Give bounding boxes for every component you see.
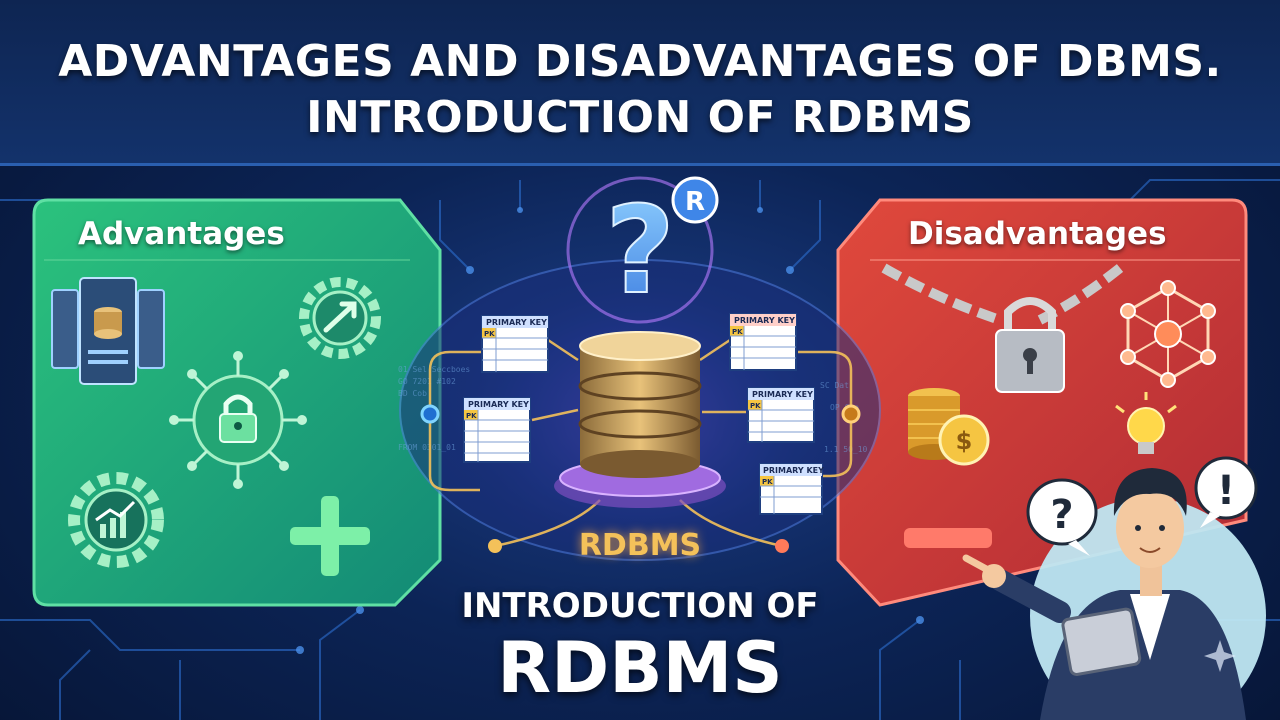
exclamation-bubble-text: ! (1217, 468, 1235, 514)
intro-title-line-2: RDBMS (497, 627, 783, 709)
svg-text:$: $ (956, 427, 973, 455)
svg-text:01 Sel Seccboes: 01 Sel Seccboes (398, 365, 470, 374)
coin-stack-icon: $ (908, 388, 990, 466)
svg-text:FROM 0301_01: FROM 0301_01 (398, 443, 456, 452)
gear-growth-chart-icon (68, 472, 164, 568)
database-cylinder-icon (554, 331, 726, 508)
network-hub-icon (1120, 280, 1216, 388)
question-mark-glyph: ? (605, 182, 675, 321)
table-key: PK (762, 478, 773, 486)
question-bubble-icon: ? (1026, 478, 1098, 556)
question-mark-icon: ? (566, 176, 714, 324)
table-header: PRIMARY KEY (468, 400, 529, 409)
gear-arrow-icon (299, 277, 381, 359)
svg-text:1.1 50_10: 1.1 50_10 (824, 445, 868, 454)
intro-title-line-1: INTRODUCTION OF (461, 586, 819, 626)
svg-text:GO 7201 #102: GO 7201 #102 (398, 377, 456, 386)
disadvantages-label: Disadvantages (908, 216, 1167, 252)
title-line-2: INTRODUCTION OF RDBMS (306, 92, 974, 143)
exclamation-bubble-icon: ! (1194, 456, 1258, 528)
intro-title: INTRODUCTION OF RDBMS (400, 586, 880, 710)
plus-icon (290, 496, 370, 576)
padlock-network-icon (169, 351, 307, 489)
table-card: PRIMARY KEY PK (481, 315, 549, 373)
r-badge-icon: R (671, 176, 719, 224)
table-card: PRIMARY KEY PK (747, 387, 815, 443)
table-header: PRIMARY KEY (734, 316, 795, 325)
connector-nodes (420, 404, 861, 553)
r-badge-letter: R (685, 187, 705, 217)
minus-icon (904, 528, 992, 548)
rdbms-label: RDBMS (578, 528, 702, 563)
table-key: PK (484, 330, 495, 338)
table-header: PRIMARY KEY (763, 466, 824, 475)
table-card: PRIMARY KEY PK (729, 313, 797, 371)
table-header: PRIMARY KEY (486, 318, 547, 327)
server-database-icon (51, 277, 165, 385)
connector-lines (428, 338, 853, 548)
title-line-1: ADVANTAGES AND DISADVANTAGES OF DBMS. (58, 36, 1222, 87)
sparkle-icon (1204, 640, 1236, 672)
svg-text:SC Dat: SC Dat (820, 381, 849, 390)
svg-text:BD Cob: BD Cob (398, 389, 427, 398)
page-title: ADVANTAGES AND DISADVANTAGES OF DBMS. IN… (0, 34, 1280, 146)
title-banner: ADVANTAGES AND DISADVANTAGES OF DBMS. IN… (0, 0, 1280, 166)
advantages-label: Advantages (78, 216, 285, 252)
table-key: PK (732, 328, 743, 336)
presenter-illustration (962, 468, 1266, 720)
question-bubble-text: ? (1050, 492, 1073, 538)
table-card: PRIMARY KEY PK (759, 463, 824, 515)
table-card: PRIMARY KEY PK (463, 397, 531, 463)
table-header: PRIMARY KEY (752, 390, 813, 399)
table-key: PK (750, 402, 761, 410)
lightbulb-icon (1115, 392, 1177, 454)
chain-padlock-icon (881, 263, 1124, 393)
table-key: PK (466, 412, 477, 420)
